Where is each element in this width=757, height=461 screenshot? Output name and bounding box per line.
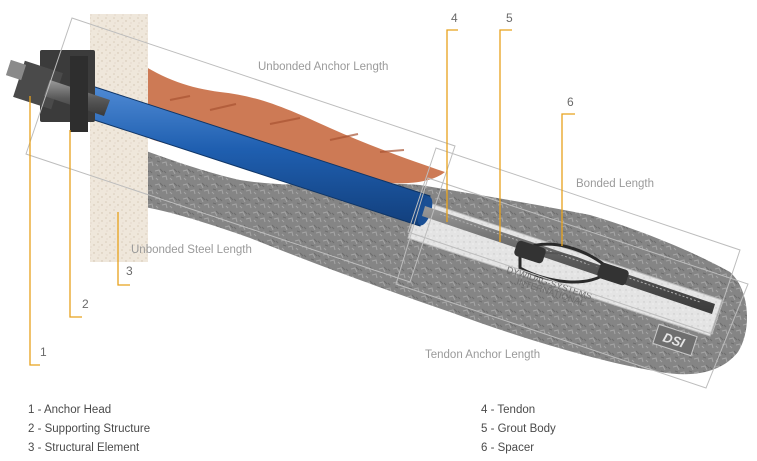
label-unbonded-anchor-length: Unbonded Anchor Length	[258, 61, 388, 73]
tendon-bar	[422, 206, 715, 314]
label-bonded-length: Bonded Length	[576, 178, 654, 190]
callout-6: 6	[567, 95, 574, 109]
label-tendon-anchor-length: Tendon Anchor Length	[425, 349, 540, 361]
legend-supporting-structure: 2 - Supporting Structure	[28, 423, 151, 435]
callout-4: 4	[451, 11, 458, 25]
legend-tendon: 4 - Tendon	[481, 404, 536, 416]
frame-unbonded-anchor	[25, 17, 456, 283]
callout-3: 3	[126, 264, 133, 278]
soil-texture	[169, 95, 405, 153]
legend-structural-element: 3 - Structural Element	[28, 442, 140, 454]
frame-tendon-anchor	[395, 177, 749, 389]
structural-element	[90, 14, 148, 262]
legend-grout-body: 5 - Grout Body	[481, 423, 556, 435]
callout-5: 5	[506, 11, 513, 25]
grout-body	[130, 145, 748, 375]
callout-1: 1	[40, 345, 47, 359]
anchor-head	[5, 50, 110, 132]
tendon-thread	[439, 213, 701, 303]
svg-text:DSI: DSI	[661, 330, 687, 351]
callout-2: 2	[82, 297, 89, 311]
legend-spacer: 6 - Spacer	[481, 442, 535, 454]
legend-anchor-head: 1 - Anchor Head	[28, 404, 112, 416]
frame-bonded	[407, 147, 741, 335]
spacer	[514, 240, 629, 286]
label-unbonded-steel-length: Unbonded Steel Length	[131, 244, 252, 256]
callout-lines	[29, 29, 575, 366]
dsi-logo: DSI	[652, 323, 698, 357]
